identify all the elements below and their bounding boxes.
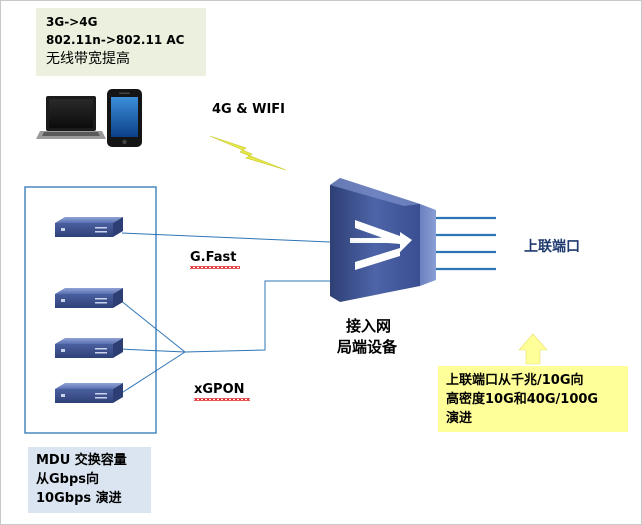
uplink-note-line2: 高密度10G和40G/100G bbox=[446, 392, 599, 407]
mdu-note-line1: MDU 交换容量 bbox=[36, 453, 127, 468]
uplink-note-line3: 演进 bbox=[446, 411, 473, 426]
mdu-note: MDU 交换容量 从Gbps向 10Gbps 演进 bbox=[28, 447, 151, 513]
header-note-line3: 无线带宽提高 bbox=[46, 51, 130, 67]
uplink-label: 上联端口 bbox=[524, 239, 580, 255]
header-note: 3G->4G 802.11n->802.11 AC 无线带宽提高 bbox=[36, 8, 206, 76]
access-label-line1: 接入网 bbox=[346, 317, 392, 335]
mdu-note-line3: 10Gbps 演进 bbox=[36, 491, 122, 506]
smartphone-icon bbox=[107, 89, 142, 147]
xgpon-spellcheck-underline bbox=[194, 398, 250, 401]
uplink-note-line1: 上联端口从千兆/10G向 bbox=[446, 373, 584, 388]
xgpon-branch-2 bbox=[119, 348, 186, 353]
header-note-line1: 3G->4G bbox=[46, 15, 98, 29]
access-label-line2: 局端设备 bbox=[337, 338, 398, 356]
xgpon-label: xGPON bbox=[194, 382, 245, 397]
mdu-note-line2: 从Gbps向 bbox=[36, 472, 100, 487]
lightning-icon bbox=[209, 135, 287, 171]
uplink-note: 上联端口从千兆/10G向 高密度10G和40G/100G 演进 bbox=[438, 366, 628, 432]
access-device-icon bbox=[330, 178, 436, 302]
connection-lines bbox=[119, 232, 331, 395]
mdu-device-icon bbox=[55, 217, 123, 237]
gfast-label: G.Fast bbox=[190, 250, 237, 265]
wireless-label: 4G & WIFI bbox=[212, 102, 285, 117]
up-arrow-icon bbox=[518, 333, 548, 365]
mdu-group-frame bbox=[24, 186, 157, 434]
mdu-device-icon bbox=[55, 338, 123, 358]
xgpon-branch-3 bbox=[119, 351, 186, 395]
header-note-line2: 802.11n->802.11 AC bbox=[46, 33, 185, 47]
mdu-device-icon bbox=[55, 383, 123, 403]
gfast-link bbox=[121, 232, 331, 243]
xgpon-branch-1 bbox=[119, 299, 186, 353]
laptop-icon bbox=[36, 96, 106, 139]
mdu-device-icon bbox=[55, 288, 123, 308]
gfast-spellcheck-underline bbox=[190, 266, 240, 269]
xgpon-trunk bbox=[184, 280, 330, 353]
uplink-lines bbox=[436, 216, 496, 271]
